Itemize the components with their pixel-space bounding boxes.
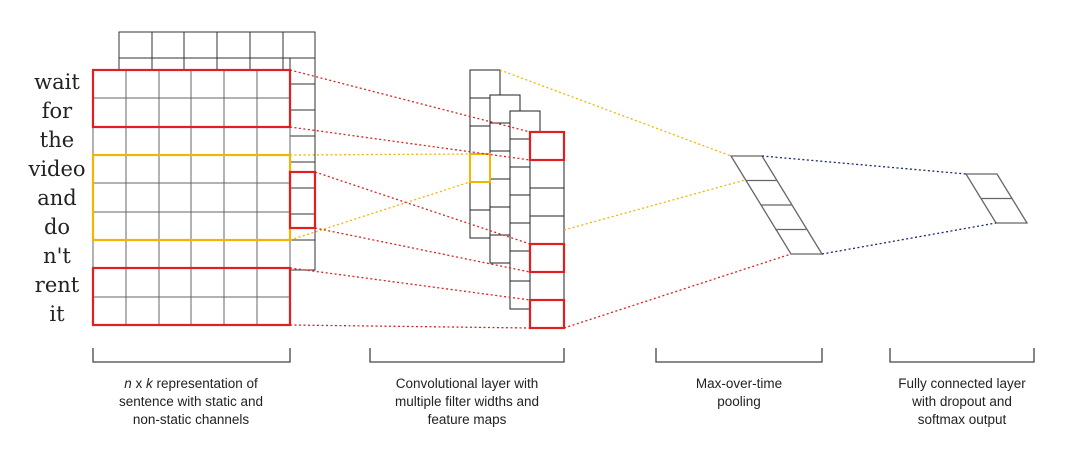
- bracket-pool: [655, 348, 823, 363]
- feature-cell-red-mid: [528, 242, 566, 274]
- feature-cell-orange: [469, 153, 491, 183]
- caption-pool-line1: Max-over-time: [696, 376, 782, 391]
- section-brackets: [92, 348, 1035, 363]
- filter-window-red-back: [288, 170, 317, 230]
- word-5: and: [37, 186, 77, 210]
- word-1: wait: [34, 70, 80, 94]
- caption-fc-line2: with dropout and: [911, 394, 1012, 409]
- caption-pool-line2: pooling: [717, 394, 761, 409]
- caption-conv-line3: feature maps: [428, 412, 507, 427]
- caption-conv-line1: Convolutional layer with: [396, 376, 539, 391]
- word-7: n't: [43, 244, 71, 268]
- word-4: video: [27, 157, 85, 181]
- input-to-conv-connections: [289, 69, 531, 329]
- word-6: do: [44, 215, 70, 239]
- nonstatic-channel-matrix: [92, 69, 291, 326]
- caption-fc-line3: softmax output: [918, 412, 1007, 427]
- caption-fc-line1: Fully connected layer: [898, 376, 1026, 391]
- caption-input-line2: sentence with static and: [119, 394, 263, 409]
- conv-to-pool-connections: [499, 69, 792, 329]
- filter-window-red-bottom: [91, 266, 292, 327]
- caption-input-line3: non-static channels: [133, 412, 250, 427]
- output-layer: [964, 173, 1029, 224]
- bracket-conv: [369, 348, 565, 363]
- caption-conv-line2: multiple filter widths and: [395, 394, 539, 409]
- word-9: it: [49, 302, 65, 326]
- word-2: for: [42, 99, 73, 123]
- feature-maps: [469, 69, 565, 329]
- pooled-vector: [729, 155, 824, 255]
- bracket-input: [92, 348, 291, 363]
- feature-cell-red-top: [528, 130, 566, 162]
- word-8: rent: [35, 273, 80, 297]
- filter-window-red-top: [91, 68, 292, 129]
- word-3: the: [40, 128, 74, 152]
- bracket-fc: [889, 348, 1035, 363]
- captions: n x k representation of sentence with st…: [119, 376, 1026, 427]
- sentence-words: wait for the video and do n't rent it: [27, 70, 85, 326]
- caption-input-line1: n x k representation of: [124, 376, 258, 391]
- feature-cell-red-bottom: [528, 298, 566, 330]
